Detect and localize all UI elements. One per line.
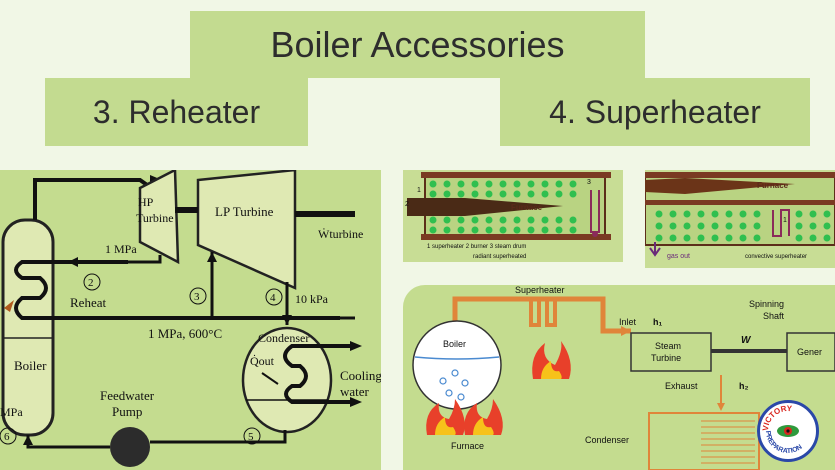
state-5-marker (243, 427, 261, 445)
generator-label: Gener (797, 347, 822, 357)
superheater-label: Superheater (515, 285, 565, 295)
boiler-vessel (412, 320, 502, 410)
state-6-label: 6 (4, 431, 10, 443)
boiler-label-2: Boiler (443, 339, 466, 349)
superheater-heading: 4. Superheater (500, 78, 810, 146)
gas-out-label: gas out (667, 253, 690, 260)
h2-label: h₂ (739, 381, 749, 391)
q-out-label: Q̇out (250, 354, 275, 368)
state-3-marker (189, 287, 207, 305)
lp-turbine-label: LP Turbine (215, 204, 274, 219)
num-1-b: 1 (783, 217, 787, 224)
boiler-drum (1, 218, 55, 437)
flame-icon (4, 300, 14, 312)
reheater-heading: 3. Reheater (45, 78, 308, 146)
flame-icon-1 (532, 341, 571, 379)
num-3: 3 (587, 179, 591, 186)
spinning-shaft-label-2: Shaft (763, 311, 785, 321)
feedwater-pump (110, 427, 150, 467)
w-label: W (741, 335, 752, 346)
feedwater-pump-label-2: Pump (112, 404, 142, 419)
cooling-coil (283, 344, 350, 404)
num-2: 2 (405, 201, 409, 208)
furnace-label: Furnace (511, 203, 543, 212)
superheater-cycle-diagram: Superheater Boiler Furnace Inlet h₁ Stea… (403, 285, 835, 470)
superheater-tubes (429, 180, 577, 234)
condenser-label: Condenser (258, 331, 309, 345)
mpa-partial-label: MPa (0, 405, 23, 419)
hp-turbine-label-1: HP (138, 195, 154, 209)
furnace-label-2: Furnace (757, 181, 789, 190)
spinning-shaft-label-1: Spinning (749, 299, 784, 309)
generator-box (786, 332, 835, 372)
h1-label: h₁ (653, 317, 662, 327)
superheater-coil (523, 297, 563, 327)
down-arrow-icon (649, 242, 661, 257)
p-1mpa-label: 1 MPa (105, 242, 137, 256)
condenser (241, 326, 333, 434)
state-4-label: 4 (270, 292, 276, 304)
victory-preparation-logo: VICTORY PREPARATION (757, 400, 819, 462)
furnace-label-3: Furnace (451, 441, 484, 451)
steam-turbine-box (630, 332, 712, 372)
state-5-label: 5 (248, 431, 254, 443)
flame-icon-2 (426, 399, 465, 435)
burner-flame (407, 198, 563, 216)
hp-turbine (138, 170, 180, 265)
reheat-coil (14, 260, 340, 320)
condenser-label-2: Condenser (585, 435, 629, 445)
exhaust-label: Exhaust (665, 381, 698, 391)
w-turbine-label: Ẇturbine (318, 226, 363, 241)
steam-turbine-label-2: Turbine (651, 353, 681, 363)
radiant-caption-1: 1 superheater 2 burner 3 steam drum (427, 244, 526, 250)
reheat-label: Reheat (70, 295, 106, 310)
state-4-marker (265, 288, 283, 306)
convective-caption: convective superheater (745, 254, 807, 260)
furnace-flame (645, 178, 795, 194)
convective-superheater-diagram: Furnace 1 gas out convective superheater (645, 170, 835, 268)
inlet-label: Inlet (619, 317, 637, 327)
hp-turbine-label-2: Turbine (136, 211, 174, 225)
steam-turbine-label-1: Steam (655, 341, 681, 351)
radiant-superheater-diagram: Furnace 1 2 3 1 superheater 2 burner 3 s… (403, 170, 623, 262)
radiant-caption-2: radiant superheated (473, 254, 526, 260)
state-3-label: 3 (194, 291, 200, 303)
state-6-marker (0, 427, 17, 445)
boiler-label: Boiler (14, 358, 47, 373)
cooling-water-label-1: Cooling (340, 368, 381, 383)
reheat-out-label: 1 MPa, 600°C (148, 326, 222, 341)
feedwater-pump-label-1: Feedwater (100, 388, 155, 403)
state-2-marker (83, 273, 101, 291)
lp-turbine (196, 170, 297, 290)
num-1: 1 (417, 187, 421, 194)
flame-icon-3 (464, 399, 503, 435)
p-10kpa-label: 10 kPa (295, 292, 329, 306)
state-2-label: 2 (88, 277, 94, 289)
convective-tube (772, 209, 790, 237)
cooling-water-label-2: water (340, 384, 370, 399)
page-title: Boiler Accessories (190, 11, 645, 78)
condenser-box (648, 412, 760, 470)
reheat-cycle-diagram: Boiler HP Turbine LP Turbine Ẇturbine 1 … (0, 170, 381, 470)
